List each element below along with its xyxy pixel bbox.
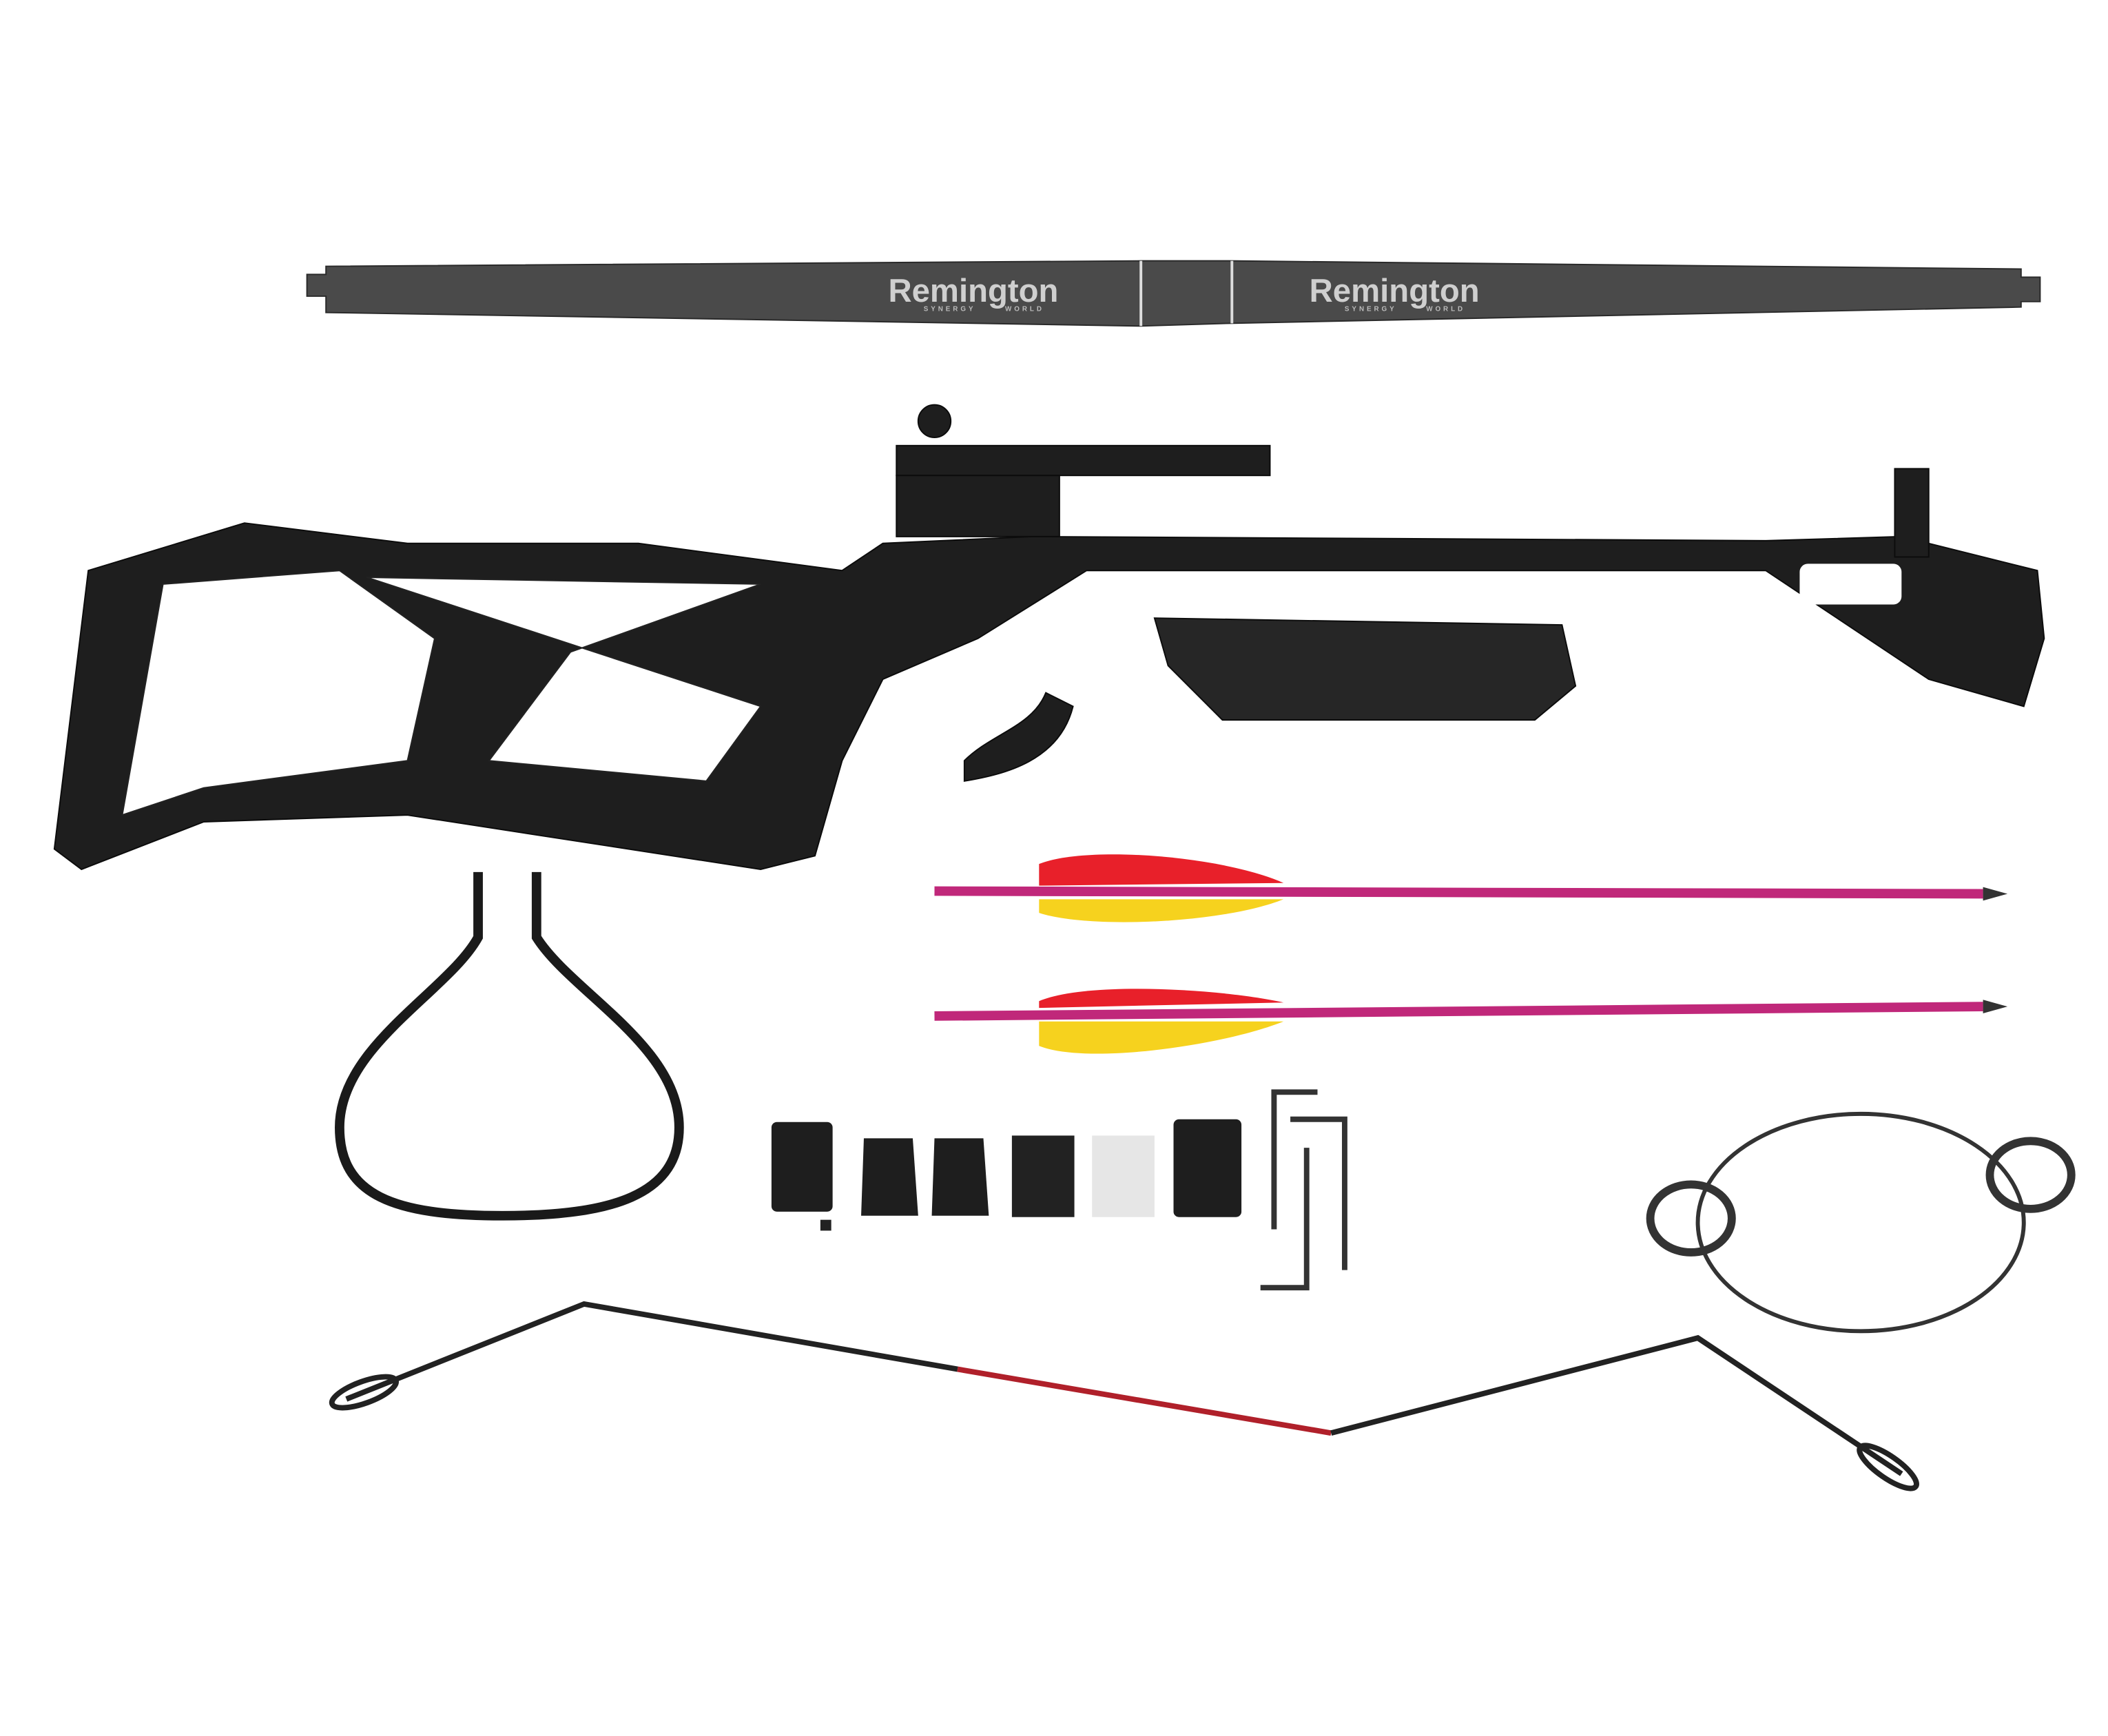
- bow-string: [329, 1301, 1919, 1491]
- arrow-1: [934, 854, 2008, 922]
- crossbow-stock: [53, 404, 2045, 871]
- bow-limb: Remington SYNERGY WORLD Remington SYNERG…: [306, 260, 2041, 327]
- cocking-cable: [1646, 1111, 2076, 1334]
- svg-text:WORLD: WORLD: [1426, 306, 1465, 313]
- limb-logo-right: Remington SYNERGY WORLD: [1310, 273, 1480, 313]
- svg-text:Remington: Remington: [1310, 273, 1480, 309]
- hardware-parts: [771, 1089, 1347, 1291]
- svg-text:Remington: Remington: [888, 273, 1058, 309]
- svg-text:SYNERGY: SYNERGY: [924, 306, 976, 313]
- limb-logo-left: Remington SYNERGY WORLD: [888, 273, 1058, 313]
- stock-cutouts: [1229, 564, 1902, 608]
- arrow-2: [934, 989, 2008, 1054]
- foot-stirrup: [335, 871, 684, 1221]
- svg-text:WORLD: WORLD: [1005, 306, 1044, 313]
- svg-text:SYNERGY: SYNERGY: [1345, 306, 1397, 313]
